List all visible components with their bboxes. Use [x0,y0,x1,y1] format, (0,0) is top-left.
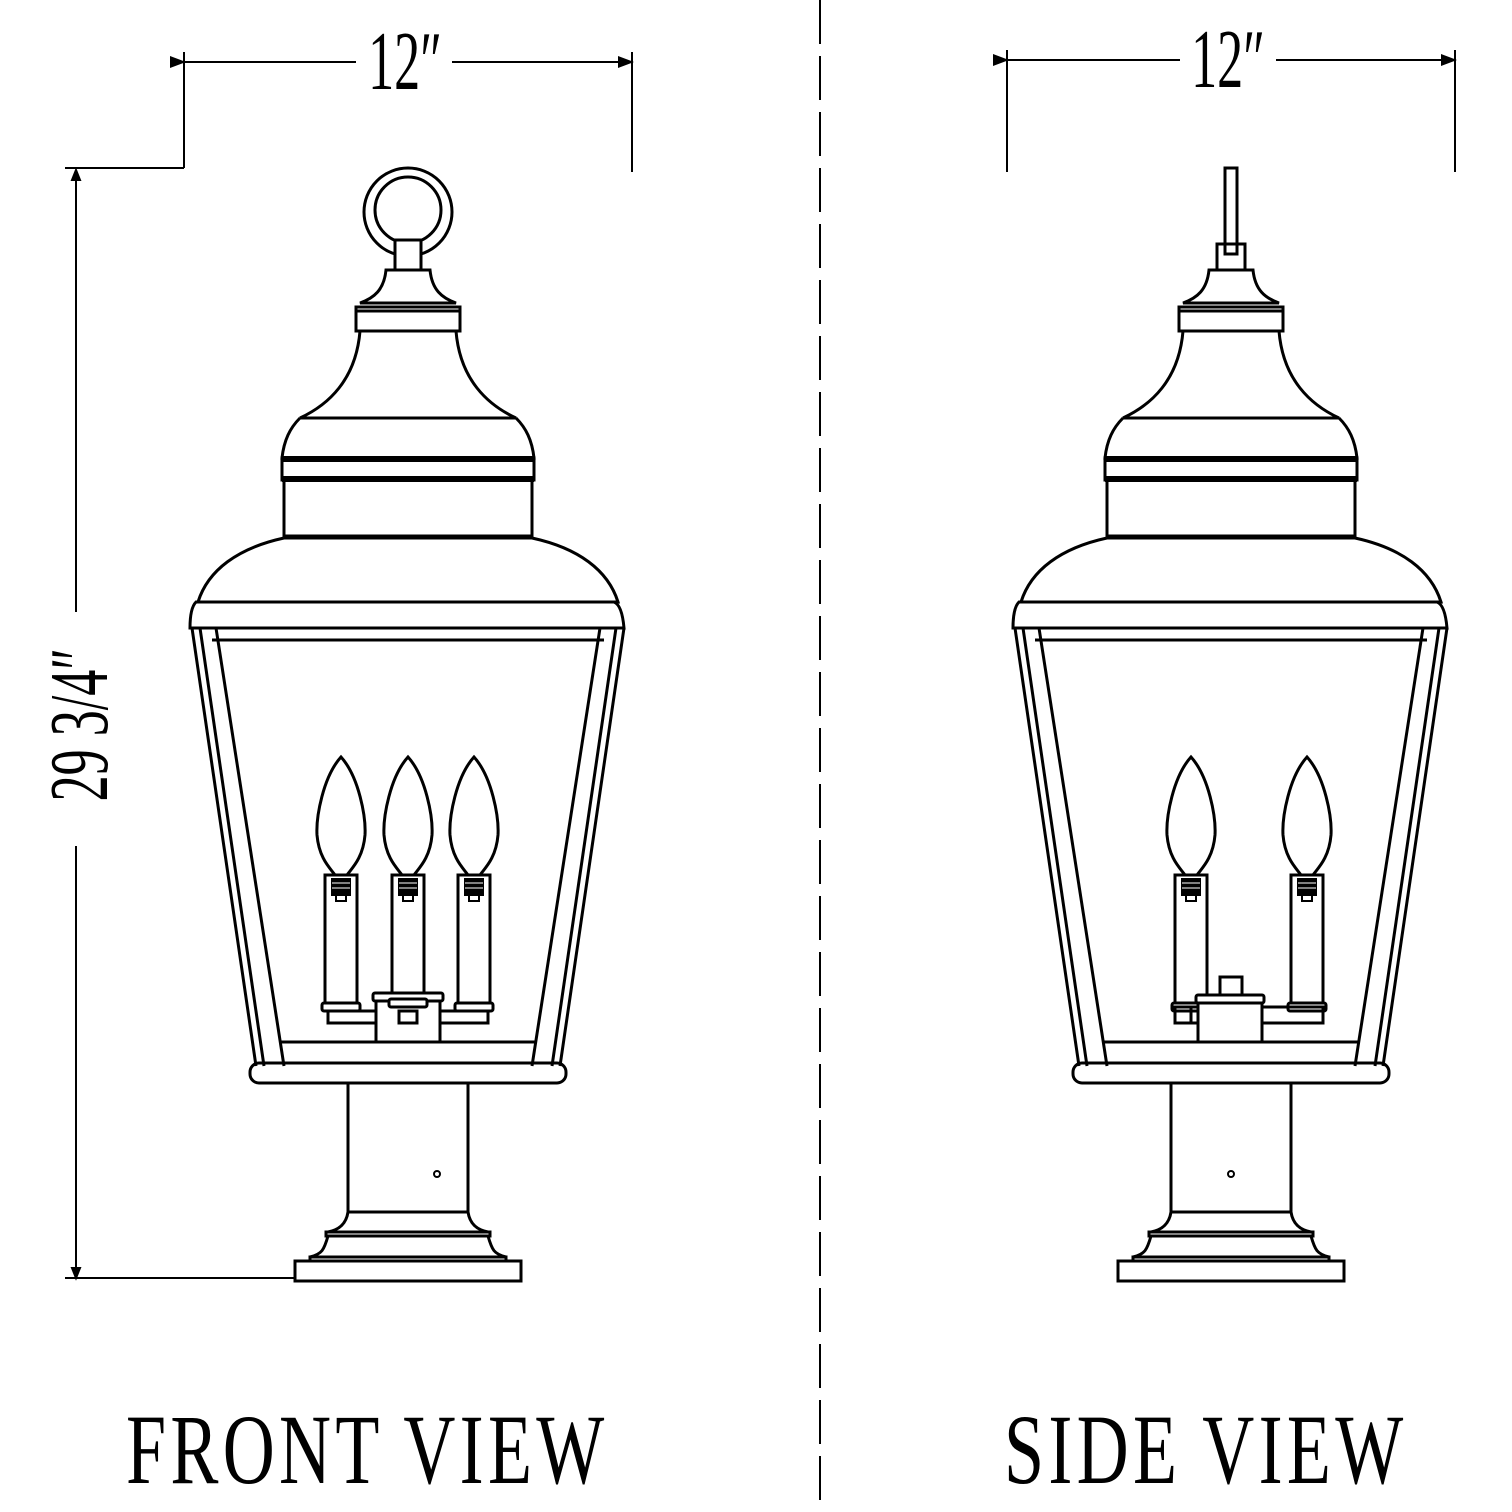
bar-finial-icon [1182,166,1280,305]
side-view-title: SIDE VIEW [1004,1394,1408,1505]
screw-hole-icon [433,1170,441,1178]
front-dimension-lines [65,52,634,1281]
side-dimension-lines [993,50,1457,172]
ring-finial-icon [359,166,457,305]
front-view [190,166,624,1281]
side-view [1013,166,1447,1281]
front-width-dimension: 12″ [368,15,442,108]
front-height-dimension: 29 3/4″ [33,648,126,802]
screw-hole-icon [1227,1170,1235,1178]
front-view-title: FRONT VIEW [126,1394,609,1505]
side-width-dimension: 12″ [1191,13,1265,106]
